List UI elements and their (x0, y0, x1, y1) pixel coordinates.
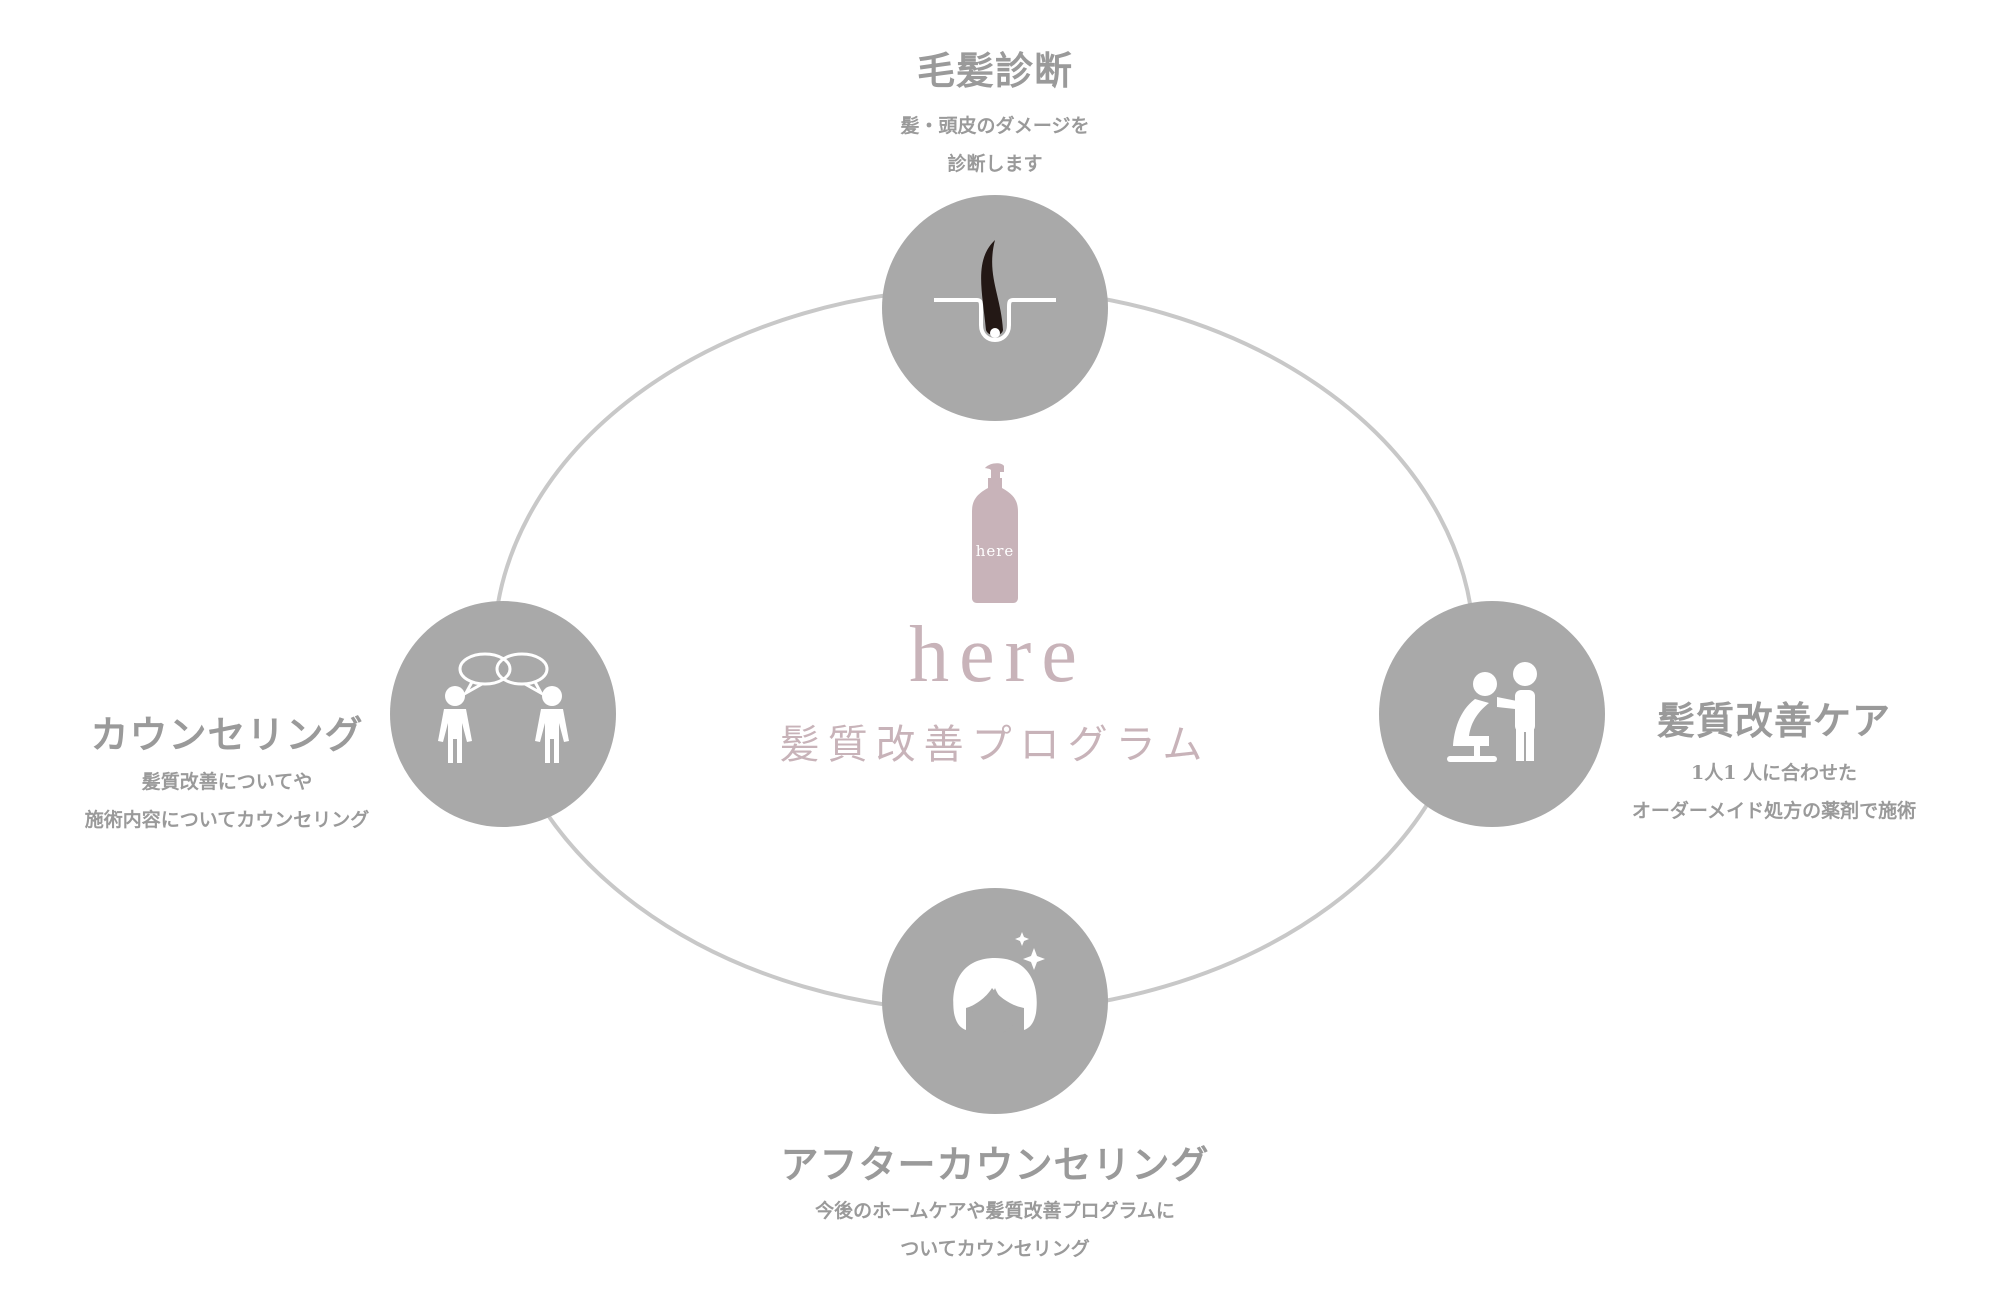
hair-follicle-icon (934, 240, 1056, 342)
desc-line: 1人1 人に合わせた (1690, 762, 1858, 784)
desc-line: 施術内容についてカウンセリング (84, 809, 370, 831)
salon-treatment-icon (1447, 662, 1537, 762)
brand-name: here (909, 611, 1087, 699)
step-circle-counseling (390, 601, 616, 827)
desc-line: 髪・頭皮のダメージを (900, 115, 1090, 137)
step-circle-treatment (1379, 601, 1605, 827)
step-desc-treatment: 1人1 人に合わせた オーダーメイド処方の薬剤で施術 (1632, 754, 1916, 830)
step-circle-diagnosis (882, 195, 1108, 421)
step-desc-after-counseling: 今後のホームケアや髪質改善プログラムに ついてカウンセリング (815, 1192, 1175, 1268)
step-title-diagnosis: 毛髪診断 (916, 48, 1074, 93)
desc-line: ついてカウンセリング (900, 1238, 1090, 1260)
step-title-after-counseling: アフターカウンセリング (780, 1142, 1210, 1187)
step-circle-after-counseling (882, 888, 1108, 1114)
shiny-hair-icon (953, 932, 1045, 1034)
bottle-icon: here (972, 463, 1018, 603)
desc-line: オーダーメイド処方の薬剤で施術 (1631, 800, 1917, 822)
desc-line: 診断します (947, 153, 1043, 175)
desc-line: 今後のホームケアや髪質改善プログラムに (815, 1200, 1175, 1222)
bottle-label: here (976, 542, 1015, 560)
desc-line: 髪質改善についてや (141, 771, 313, 793)
program-name: 髪質改善プログラム (779, 722, 1211, 768)
step-desc-counseling: 髪質改善についてや 施術内容についてカウンセリング (85, 763, 369, 839)
step-desc-diagnosis: 髪・頭皮のダメージを 診断します (900, 107, 1089, 183)
step-title-treatment: 髪質改善ケア (1656, 698, 1892, 743)
conversation-icon (438, 652, 569, 763)
step-title-counseling: カウンセリング (90, 712, 364, 757)
